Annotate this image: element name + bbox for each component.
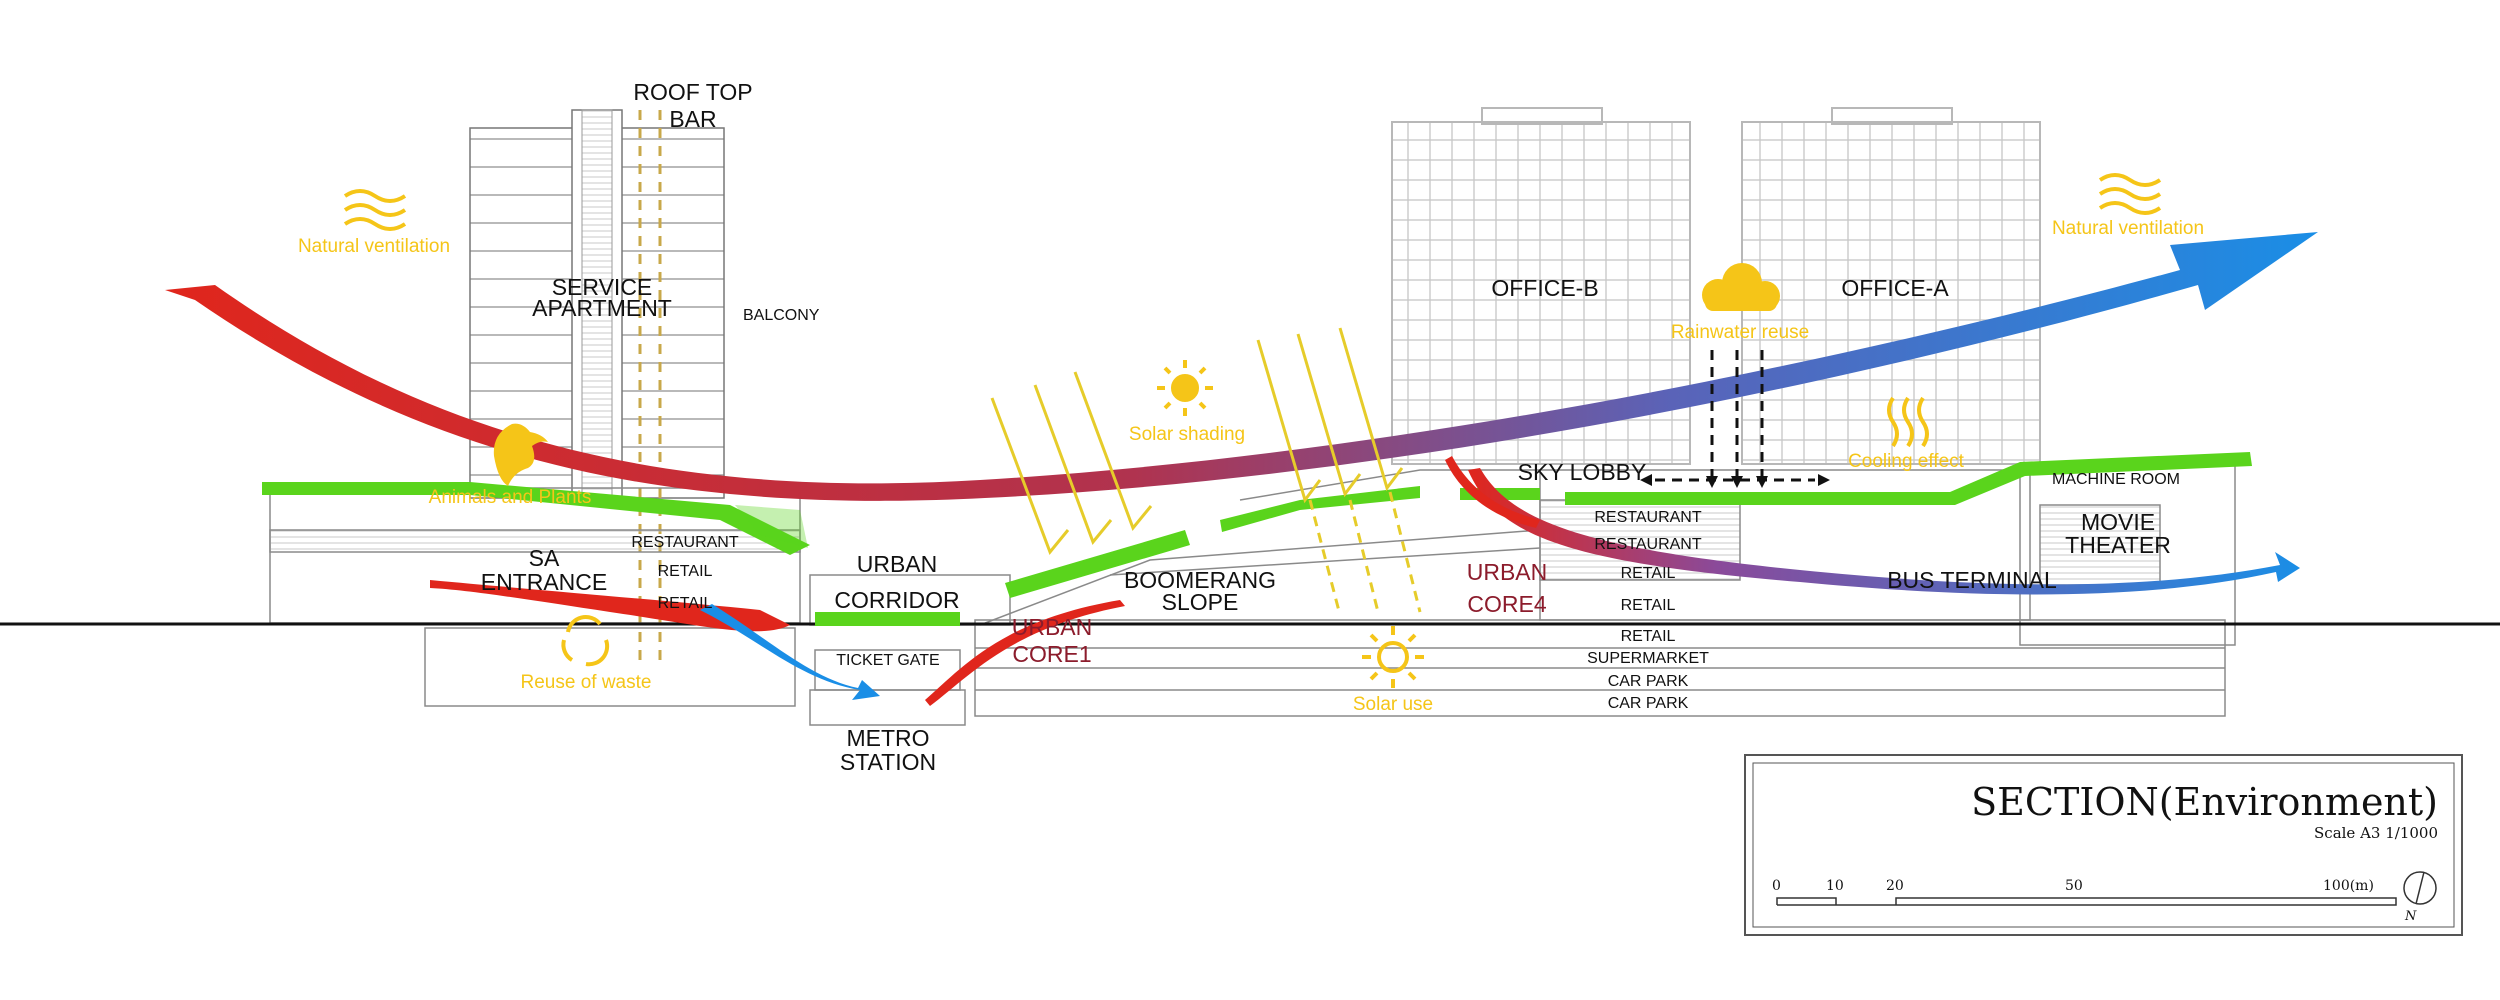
title-block: SECTION(Environment) Scale A3 1/1000 0 1… xyxy=(1744,754,2463,936)
service-apartment-label-1: SERVICE xyxy=(552,274,653,300)
apt-floor-label: RETAIL xyxy=(658,595,713,612)
scale-bar xyxy=(1776,897,2397,906)
ticket-gate-label: TICKET GATE xyxy=(836,652,939,669)
wave-icon-right xyxy=(2098,173,2162,215)
service-apartment-tower xyxy=(469,109,725,660)
urban-corridor-label-2: CORRIDOR xyxy=(834,587,959,613)
solar-rays xyxy=(990,327,1404,555)
urban-core4-label-1: URBAN xyxy=(1467,559,1548,585)
movie-theater-label-2: THEATER xyxy=(2065,532,2171,558)
natural-ventilation-left-label: Natural ventilation xyxy=(298,236,450,257)
podium-floor-label: RESTAURANT xyxy=(1594,536,1701,553)
scale-tick-label: 20 xyxy=(1886,878,1904,894)
urban-core1-label-1: URBAN xyxy=(1012,614,1093,640)
roof-top-bar-label-1: ROOF TOP xyxy=(633,79,752,105)
office-a-label: OFFICE-A xyxy=(1841,275,1949,301)
apt-floor-label: RESTAURANT xyxy=(631,534,738,551)
bird-icon xyxy=(493,423,548,486)
service-apartment-label-2: APARTMENT xyxy=(532,295,672,321)
urban-core1-label-2: CORE1 xyxy=(1012,641,1091,667)
metro-station-label-1: METRO xyxy=(846,725,929,751)
podium-floor-label: RETAIL xyxy=(1621,565,1676,582)
natural-ventilation-right-label: Natural ventilation xyxy=(2052,218,2204,239)
wind-flow-metro xyxy=(700,604,880,700)
sa-entrance-label-2: ENTRANCE xyxy=(481,569,608,595)
rainwater-arrowheads xyxy=(1640,474,1830,488)
sun-icon xyxy=(1157,360,1213,416)
wave-icon xyxy=(343,189,407,231)
cloud-icon xyxy=(1702,263,1780,311)
north-arrow-icon xyxy=(2403,871,2437,905)
wind-flow-low xyxy=(430,580,790,632)
solar-use-label: Solar use xyxy=(1353,694,1433,715)
rainwater-arrows xyxy=(1655,350,1815,482)
podium-floor-label: RETAIL xyxy=(1621,597,1676,614)
podium-floor-label: CAR PARK xyxy=(1608,673,1689,690)
recycle-icon xyxy=(561,615,610,667)
scale-tick-label: 50 xyxy=(2065,878,2083,894)
movie-theater-label-1: MOVIE xyxy=(2081,509,2155,535)
boomerang-slope-label-2: SLOPE xyxy=(1162,589,1239,615)
bus-terminal-label: BUS TERMINAL xyxy=(1887,567,2057,593)
rainwater-reuse-label: Rainwater reuse xyxy=(1671,322,1809,343)
podium-floor-label: RESTAURANT xyxy=(1594,509,1701,526)
balcony-label: BALCONY xyxy=(743,307,820,324)
reuse-of-waste-label: Reuse of waste xyxy=(521,672,652,693)
podium-floor-label: RETAIL xyxy=(1621,628,1676,645)
animals-and-plants-label: Animals and Plants xyxy=(429,487,592,508)
sun-icon-solar-use xyxy=(1362,626,1424,688)
heat-icon xyxy=(1887,396,1929,448)
north-label: N xyxy=(2404,909,2417,924)
office-b-tower xyxy=(1391,107,1691,465)
apt-floor-label: RETAIL xyxy=(658,563,713,580)
roof-top-bar-label-2: BAR xyxy=(669,106,716,132)
sky-lobby-label: SKY LOBBY xyxy=(1518,459,1647,485)
scale-tick-label: 10 xyxy=(1826,878,1844,894)
scale-tick-label: 100(m) xyxy=(2323,878,2374,894)
machine-room-label: MACHINE ROOM xyxy=(2052,471,2180,488)
urban-core4-label-2: CORE4 xyxy=(1467,591,1546,617)
sa-entrance-label-1: SA xyxy=(529,545,560,571)
wind-flow-core4 xyxy=(1468,468,2300,595)
boomerang-slope-label-1: BOOMERANG xyxy=(1124,567,1276,593)
scale-tick-label: 0 xyxy=(1772,878,1781,894)
section-title: SECTION(Environment) xyxy=(1971,780,2438,824)
scale-text: Scale A3 1/1000 xyxy=(2314,824,2438,842)
wind-flow-sky-lobby xyxy=(1445,456,1540,528)
office-b-label: OFFICE-B xyxy=(1491,275,1598,301)
podium-floor-label: CAR PARK xyxy=(1608,695,1689,712)
metro-station-label-2: STATION xyxy=(840,749,936,775)
podium-floor-label: SUPERMARKET xyxy=(1587,650,1709,667)
cooling-effect-label: Cooling effect xyxy=(1848,451,1965,472)
solar-use-dashed xyxy=(1308,491,1422,616)
solar-shading-label: Solar shading xyxy=(1129,424,1245,445)
urban-corridor-label-1: URBAN xyxy=(857,551,938,577)
